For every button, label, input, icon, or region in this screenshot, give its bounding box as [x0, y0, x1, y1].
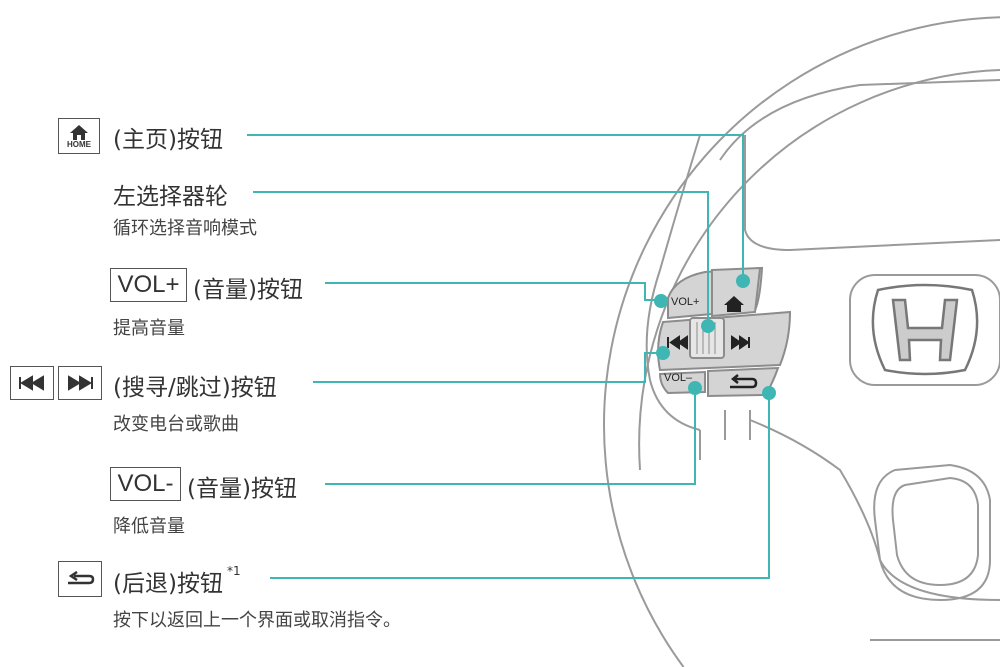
control-pad	[657, 266, 792, 398]
back-button-icon	[58, 561, 102, 597]
home-icon	[70, 124, 88, 140]
wheel-next-icon	[731, 335, 750, 350]
vol-down-label: (音量)按钮	[187, 476, 297, 502]
wheel-outer-rim	[603, 16, 1000, 667]
wheel-vol-up-label: VOL+	[671, 296, 699, 308]
vol-down-desc: 降低音量	[113, 516, 185, 537]
left-selector-wheel-desc: 循环选择音响模式	[113, 218, 257, 239]
footnote-marker: *1	[226, 564, 241, 578]
leader-lines	[247, 134, 770, 579]
vol-up-icon: VOL+	[110, 268, 187, 302]
honda-logo	[871, 283, 979, 376]
vol-down-icon: VOL-	[110, 467, 181, 501]
seek-skip-label: (搜寻/跳过)按钮	[113, 375, 277, 401]
back-button-label: (后退)按钮*1	[113, 564, 241, 598]
seek-prev-icon	[10, 366, 54, 400]
vol-up-desc: 提高音量	[113, 318, 185, 339]
seek-skip-desc: 改变电台或歌曲	[113, 414, 239, 435]
back-icon	[68, 571, 95, 585]
home-button-label: (主页)按钮	[113, 127, 223, 153]
back-label-text: (后退)按钮	[113, 571, 223, 597]
back-button-desc: 按下以返回上一个界面或取消指令。	[113, 610, 401, 631]
wheel-prev-icon	[667, 335, 688, 350]
wheel-back-icon	[730, 374, 758, 389]
vol-up-label: (音量)按钮	[193, 277, 303, 303]
callout-dots	[654, 274, 776, 400]
home-icon-text: HOME	[67, 139, 91, 149]
left-selector-wheel-label: 左选择器轮	[113, 184, 228, 210]
wheel-inner-rim	[638, 69, 1000, 471]
home-button-icon: HOME	[58, 118, 100, 154]
wheel-vol-down-label: VOL–	[664, 372, 693, 384]
wheel-home-icon	[724, 296, 744, 312]
seek-next-icon	[58, 366, 102, 400]
